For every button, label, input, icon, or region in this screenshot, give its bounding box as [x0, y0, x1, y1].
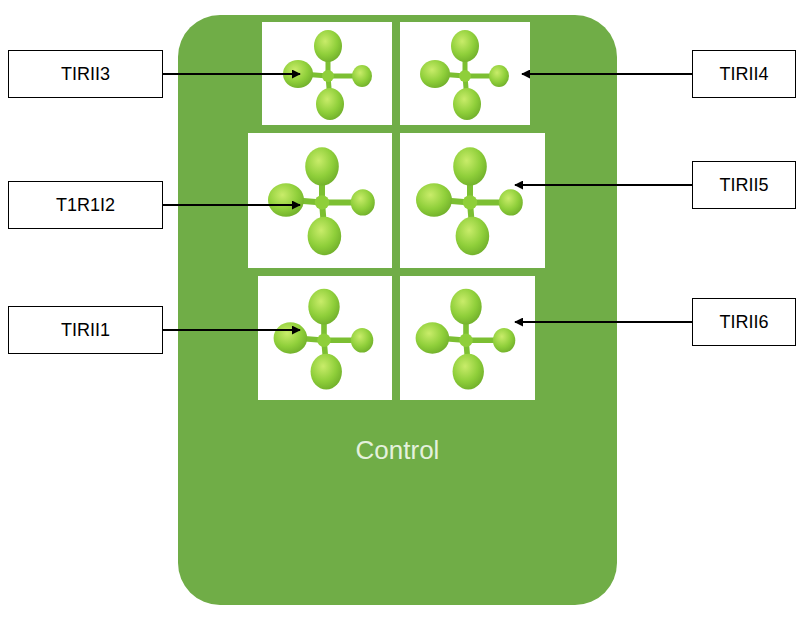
control-fill [178, 15, 617, 605]
plant-tile [400, 133, 545, 268]
sample-label: TIRII3 [61, 64, 110, 85]
sample-label: TIRII4 [719, 64, 768, 85]
arrow-connector [163, 329, 300, 331]
sample-label-box: T1R1I2 [8, 181, 163, 229]
sample-label-box: TIRII5 [692, 161, 796, 209]
sample-label: TIRII6 [719, 312, 768, 333]
arrow-connector [163, 204, 300, 206]
control-background [178, 15, 617, 605]
sample-label: T1R1I2 [56, 195, 115, 216]
plant-tile [400, 276, 535, 400]
arrow-connector [163, 73, 300, 75]
plant-tile [248, 133, 392, 268]
arrow-connector [515, 321, 692, 323]
plant-tile [400, 22, 530, 125]
sample-label-box: TIRII4 [692, 50, 796, 98]
sample-label: TIRII5 [719, 175, 768, 196]
sample-label-box: TIRII3 [8, 50, 163, 98]
plant-tile [258, 276, 392, 400]
arrow-connector [522, 73, 692, 75]
sample-label: TIRII1 [61, 320, 110, 341]
sample-label-box: TIRII6 [692, 298, 796, 346]
control-region: Control [178, 15, 617, 605]
group-title: Control [178, 435, 617, 466]
arrow-connector [515, 184, 692, 186]
sample-label-box: TIRII1 [8, 306, 163, 354]
